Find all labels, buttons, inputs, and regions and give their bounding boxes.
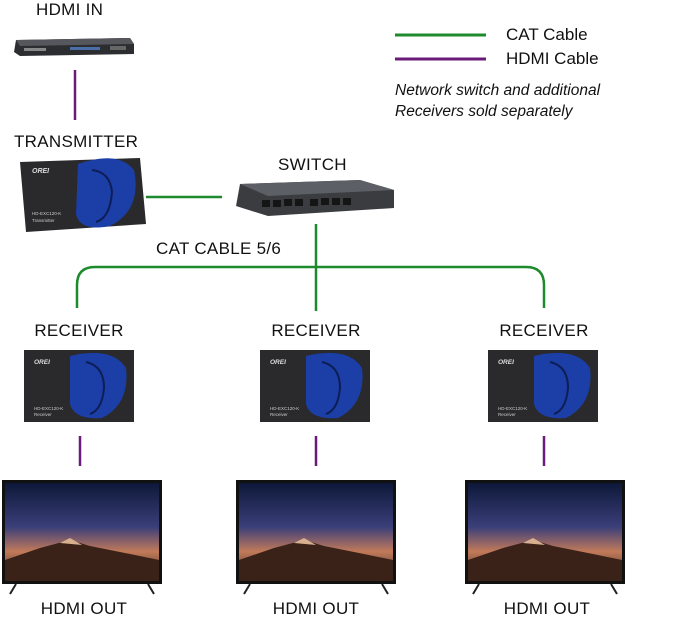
cat-cable-bus [75, 265, 546, 308]
receiver-brand-3: OREI [498, 359, 514, 366]
receiver-device-icon-3: OREI HD-EXC120-K Receiver [488, 350, 598, 422]
receiver-model-2: HD-EXC120-K [270, 406, 299, 411]
receiver-brand-1: OREI [34, 359, 50, 366]
hdmi-out-label-3: HDMI OUT [503, 599, 591, 618]
note: Network switch and additional Receivers … [395, 80, 600, 122]
receiver-sub-3: Receiver [498, 412, 516, 417]
transmitter-label: TRANSMITTER [14, 132, 139, 151]
receiver-label-3: RECEIVER [499, 321, 589, 340]
legend-cat-label: CAT Cable [506, 25, 588, 44]
receiver-label-2: RECEIVER [271, 321, 361, 340]
receiver-device-icon-2: OREI HD-EXC120-K Receiver [260, 350, 370, 422]
receiver-model-1: HD-EXC120-K [34, 406, 63, 411]
legend-hdmi-label: HDMI Cable [506, 49, 599, 68]
dvd-player-icon [14, 38, 134, 56]
switch-label: SWITCH [278, 155, 347, 174]
receiver-sub-2: Receiver [270, 412, 288, 417]
transmitter-sub: Transmitter [32, 218, 55, 223]
hdmi-out-label-2: HDMI OUT [272, 599, 360, 618]
transmitter-brand: OREI [32, 168, 50, 175]
receiver-label-1: RECEIVER [34, 321, 124, 340]
tv-icon-1 [2, 480, 162, 595]
network-switch-icon [236, 180, 394, 216]
cat-cable-label: CAT CABLE 5/6 [156, 239, 282, 258]
transmitter-model: HD-EXC120-K [32, 211, 61, 216]
receiver-sub-1: Receiver [34, 412, 52, 417]
note-line-1: Network switch and additional [395, 82, 601, 99]
receiver-brand-2: OREI [270, 359, 286, 366]
hdmi-in-label: HDMI IN [36, 0, 104, 19]
receiver-model-3: HD-EXC120-K [498, 406, 527, 411]
transmitter-device-icon: OREI HD-EXC120-K Transmitter [20, 158, 146, 232]
hdmi-out-label-1: HDMI OUT [40, 599, 128, 618]
tv-icon-3 [465, 480, 625, 595]
note-line-2: Receivers sold separately [395, 103, 573, 120]
tv-icon-2 [236, 480, 396, 595]
receiver-device-icon-1: OREI HD-EXC120-K Receiver [24, 350, 134, 422]
